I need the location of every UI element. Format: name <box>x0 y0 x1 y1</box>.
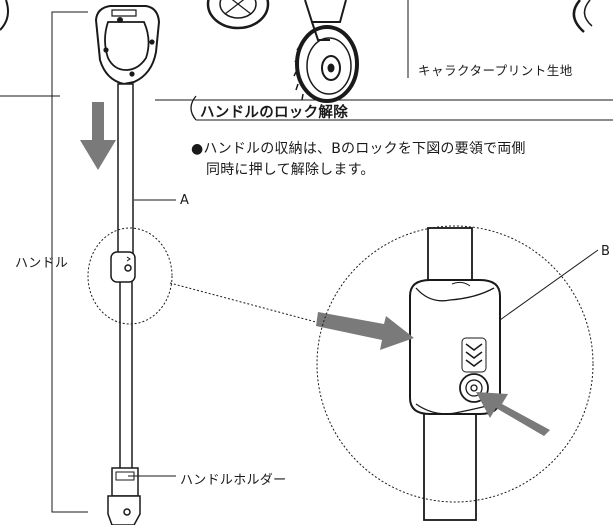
lock-ridges-chevron-icon <box>461 337 487 373</box>
zoom-detail-circle <box>316 225 594 503</box>
section-title: ハンドルのロック解除 <box>200 105 348 121</box>
handle-holder-label: ハンドルホルダー <box>180 473 287 488</box>
wheel-top-middle <box>206 0 270 30</box>
wheel-front <box>293 25 359 103</box>
handle-grip <box>94 5 161 86</box>
handle-length-bracket <box>51 11 88 513</box>
part-label-b: B <box>601 244 610 259</box>
push-arrow-left-icon <box>316 312 414 350</box>
wheel-top-left <box>0 0 9 31</box>
zoom-connector <box>169 282 317 323</box>
handle-label: ハンドル <box>15 256 69 271</box>
instruction-line-2: 同時に押して解除します。 <box>206 162 375 178</box>
push-down-arrow-icon <box>80 102 116 170</box>
push-arrow-right-icon <box>476 392 550 436</box>
zoom-source-circle <box>87 227 173 325</box>
wheel-top-right <box>572 0 593 33</box>
part-label-a: A <box>180 193 189 208</box>
handle-tube <box>117 83 134 493</box>
panel-dividers <box>0 0 613 101</box>
zoom-detail <box>316 227 550 521</box>
handle-holder <box>107 467 141 525</box>
print-fabric-label: キャラクタープリント生地 <box>418 63 573 78</box>
instruction-line-1: ●ハンドルの収納は、Bのロックを下図の要領で両側 <box>191 141 526 157</box>
leader-lines <box>128 199 599 477</box>
section-title-frame <box>190 95 613 121</box>
stroller-frame <box>304 0 347 41</box>
lock-b-small <box>110 251 136 283</box>
